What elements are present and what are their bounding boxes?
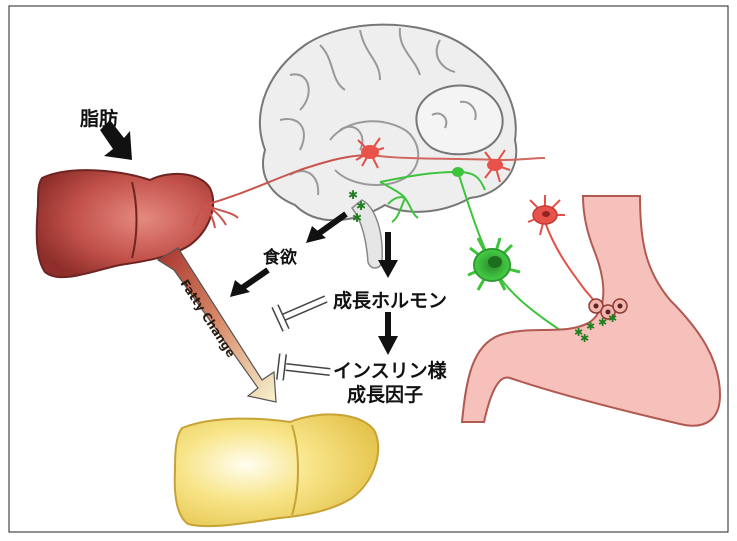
fatty-change-label: Fatty Change (177, 277, 238, 360)
label-igf-line1: インスリン様 (333, 356, 447, 383)
label-fat: 脂肪 (80, 104, 118, 131)
svg-text:✱: ✱ (352, 211, 362, 225)
svg-text:✱: ✱ (580, 332, 589, 345)
inhibition-gh (275, 299, 326, 330)
arrow-growth-hormone-to-igf (378, 312, 398, 355)
inhibition-igf (280, 354, 330, 380)
fatty-change-arrow: Fatty Change (158, 248, 276, 402)
liver-fatty (175, 414, 378, 526)
label-growth-hormone: 成長ホルモン (333, 286, 447, 313)
label-igf-line2: 成長因子 (347, 380, 423, 407)
arrow-appetite-to-liver (230, 270, 268, 297)
svg-text:✱: ✱ (598, 316, 607, 329)
label-appetite: 食欲 (263, 243, 297, 268)
svg-text:✱: ✱ (608, 312, 617, 325)
